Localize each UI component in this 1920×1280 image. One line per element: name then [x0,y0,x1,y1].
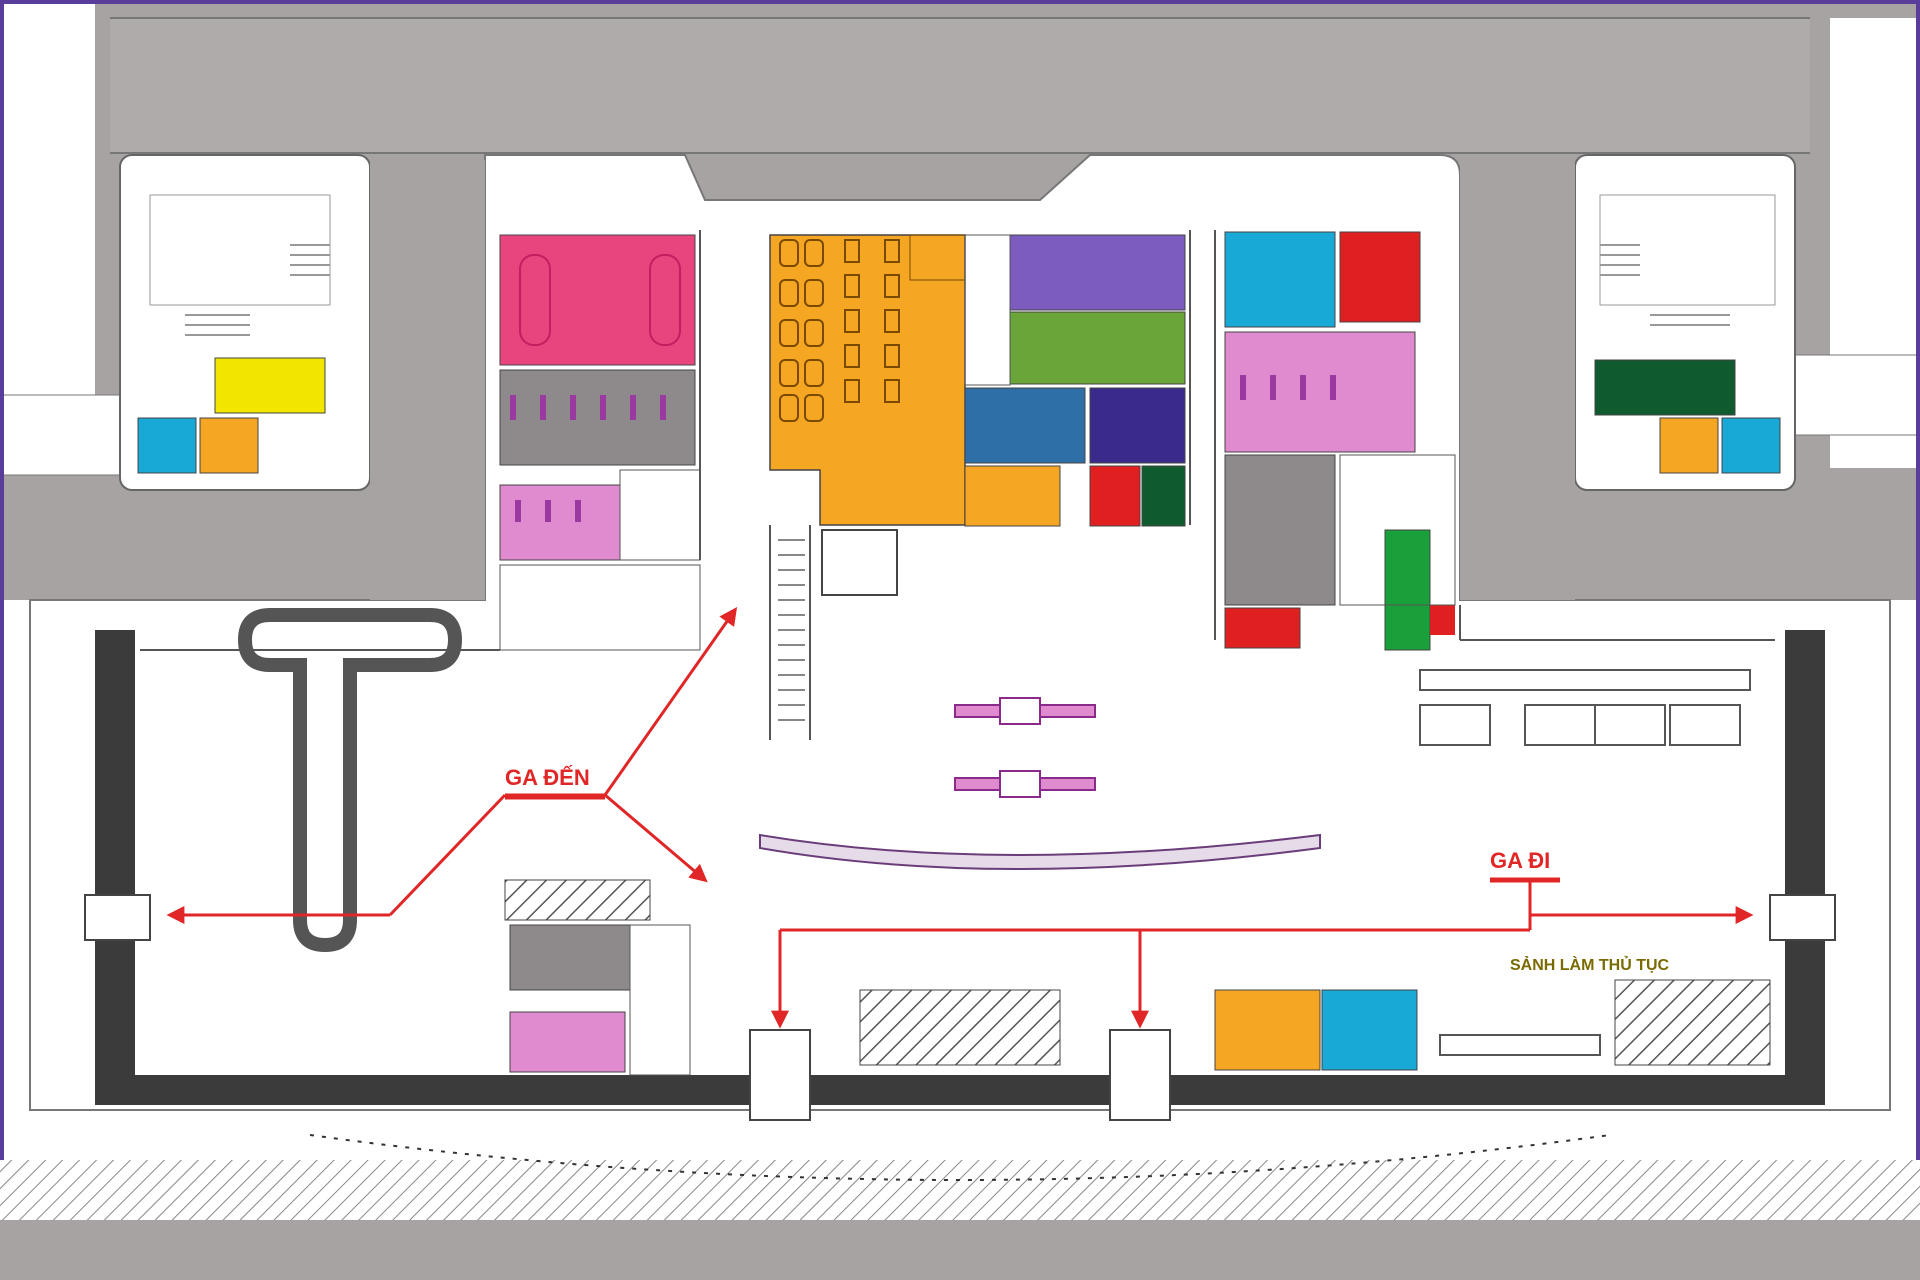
red-room-2 [1224,607,1301,649]
departure-flow-arrows [771,877,1754,1029]
hatched-box-2 [859,989,1061,1066]
left-orange-room [199,417,259,474]
security-booths [954,697,1096,798]
red-room-1 [1339,231,1421,323]
stair-core [821,529,898,596]
bright-green-room [1384,529,1431,651]
departure-label: GA ĐI [1490,848,1550,873]
entrance-doors [84,894,1836,1121]
red-small-room [1089,465,1141,527]
arrival-label: GA ĐẾN [505,765,590,790]
curb-hatch [0,1160,1920,1220]
darkgreen-small-room [1141,465,1186,527]
hatched-box-1 [504,879,651,921]
gray-room-3 [509,924,631,991]
pink-room-2 [1224,331,1416,453]
cyan-room-lower [1321,989,1418,1071]
blue-room [964,387,1086,464]
orange-small-room [964,465,1061,527]
magenta-room [499,234,696,366]
checkin-hall-label: SẢNH LÀM THỦ TỤC [1510,955,1670,974]
right-orange-room [1659,417,1719,474]
bottom-band [0,1220,1920,1280]
right-cyan-room [1721,417,1781,474]
pink-room-1 [499,484,621,561]
gray-room-2 [1224,454,1336,606]
left-strip [0,0,95,470]
cyan-room [1224,231,1336,328]
right-darkgreen-room [1594,359,1736,416]
baggage-carousel [237,608,463,953]
left-yellow-room [214,357,326,414]
red-square [1430,605,1455,635]
curved-counter [759,833,1321,870]
green-room [1009,311,1186,385]
arrival-flow-arrows [166,607,738,924]
purple-room [1009,234,1186,311]
pink-room-3 [509,1011,626,1073]
hatched-box-3 [1614,979,1771,1066]
orange-room-lower [1214,989,1321,1071]
indigo-room [1089,387,1186,464]
apron-top-band [110,18,1810,153]
checkin-counters [1419,669,1751,1056]
left-cyan-room [137,417,197,474]
